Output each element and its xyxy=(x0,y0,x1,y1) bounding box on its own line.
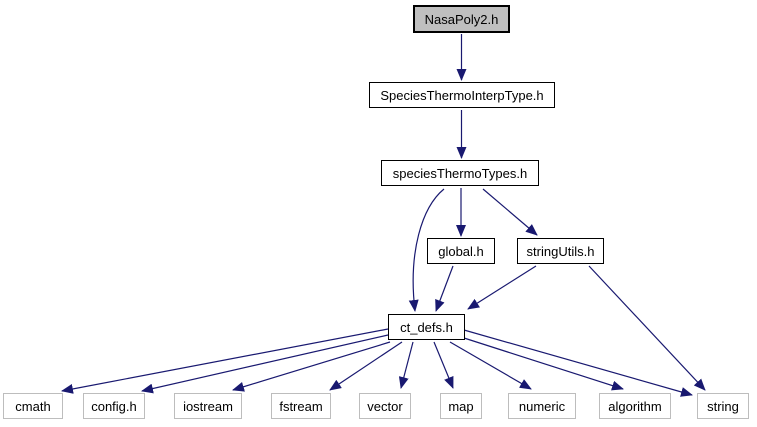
node-string-utils-label: stringUtils.h xyxy=(526,243,595,259)
edge-stringutils-to-string xyxy=(588,265,706,391)
node-global-label: global.h xyxy=(438,243,484,259)
edge-ctdefs-to-numeric xyxy=(449,341,532,390)
node-fstream-label: fstream xyxy=(279,398,323,414)
edge-types-to-ctdefs xyxy=(408,188,445,312)
node-ct-defs-label: ct_defs.h xyxy=(400,319,453,335)
node-species-thermo-types-label: speciesThermoTypes.h xyxy=(392,165,528,181)
node-map: map xyxy=(440,393,482,419)
node-vector-label: vector xyxy=(367,398,403,414)
edge-ctdefs-to-cmath xyxy=(61,328,389,394)
edge-stringutils-to-ctdefs xyxy=(467,265,537,310)
node-nasapoly2-label: NasaPoly2.h xyxy=(424,11,499,27)
node-algorithm-label: algorithm xyxy=(608,398,662,414)
node-string-label: string xyxy=(707,398,739,414)
node-species-thermo-types[interactable]: speciesThermoTypes.h xyxy=(381,160,539,186)
node-config-label: config.h xyxy=(91,398,137,414)
edge-ctdefs-to-string xyxy=(463,329,693,397)
edge-ctdefs-to-map xyxy=(433,341,454,389)
node-species-thermo-interp-type-label: SpeciesThermoInterpType.h xyxy=(380,87,544,103)
node-cmath-label: cmath xyxy=(15,398,51,414)
node-iostream-label: iostream xyxy=(183,398,233,414)
node-string-utils[interactable]: stringUtils.h xyxy=(517,238,604,264)
node-cmath: cmath xyxy=(3,393,63,419)
edge-ctdefs-to-iostream xyxy=(232,341,391,392)
edge-ctdefs-to-config xyxy=(141,334,389,394)
node-nasapoly2: NasaPoly2.h xyxy=(413,5,510,33)
node-string: string xyxy=(697,393,749,419)
node-map-label: map xyxy=(448,398,474,414)
edge-ctdefs-to-algorithm xyxy=(463,337,624,391)
node-numeric-label: numeric xyxy=(518,398,566,414)
edge-ctdefs-to-vector xyxy=(398,341,414,389)
node-fstream: fstream xyxy=(271,393,331,419)
node-species-thermo-interp-type[interactable]: SpeciesThermoInterpType.h xyxy=(369,82,555,108)
node-global[interactable]: global.h xyxy=(427,238,495,264)
node-vector: vector xyxy=(359,393,411,419)
node-ct-defs[interactable]: ct_defs.h xyxy=(388,314,465,340)
edge-global-to-ctdefs xyxy=(435,265,454,312)
edge-types-to-stringutils xyxy=(482,188,538,236)
node-algorithm: algorithm xyxy=(599,393,671,419)
edge-ctdefs-to-fstream xyxy=(329,341,403,391)
node-config: config.h xyxy=(83,393,145,419)
node-numeric: numeric xyxy=(508,393,576,419)
node-iostream: iostream xyxy=(174,393,242,419)
